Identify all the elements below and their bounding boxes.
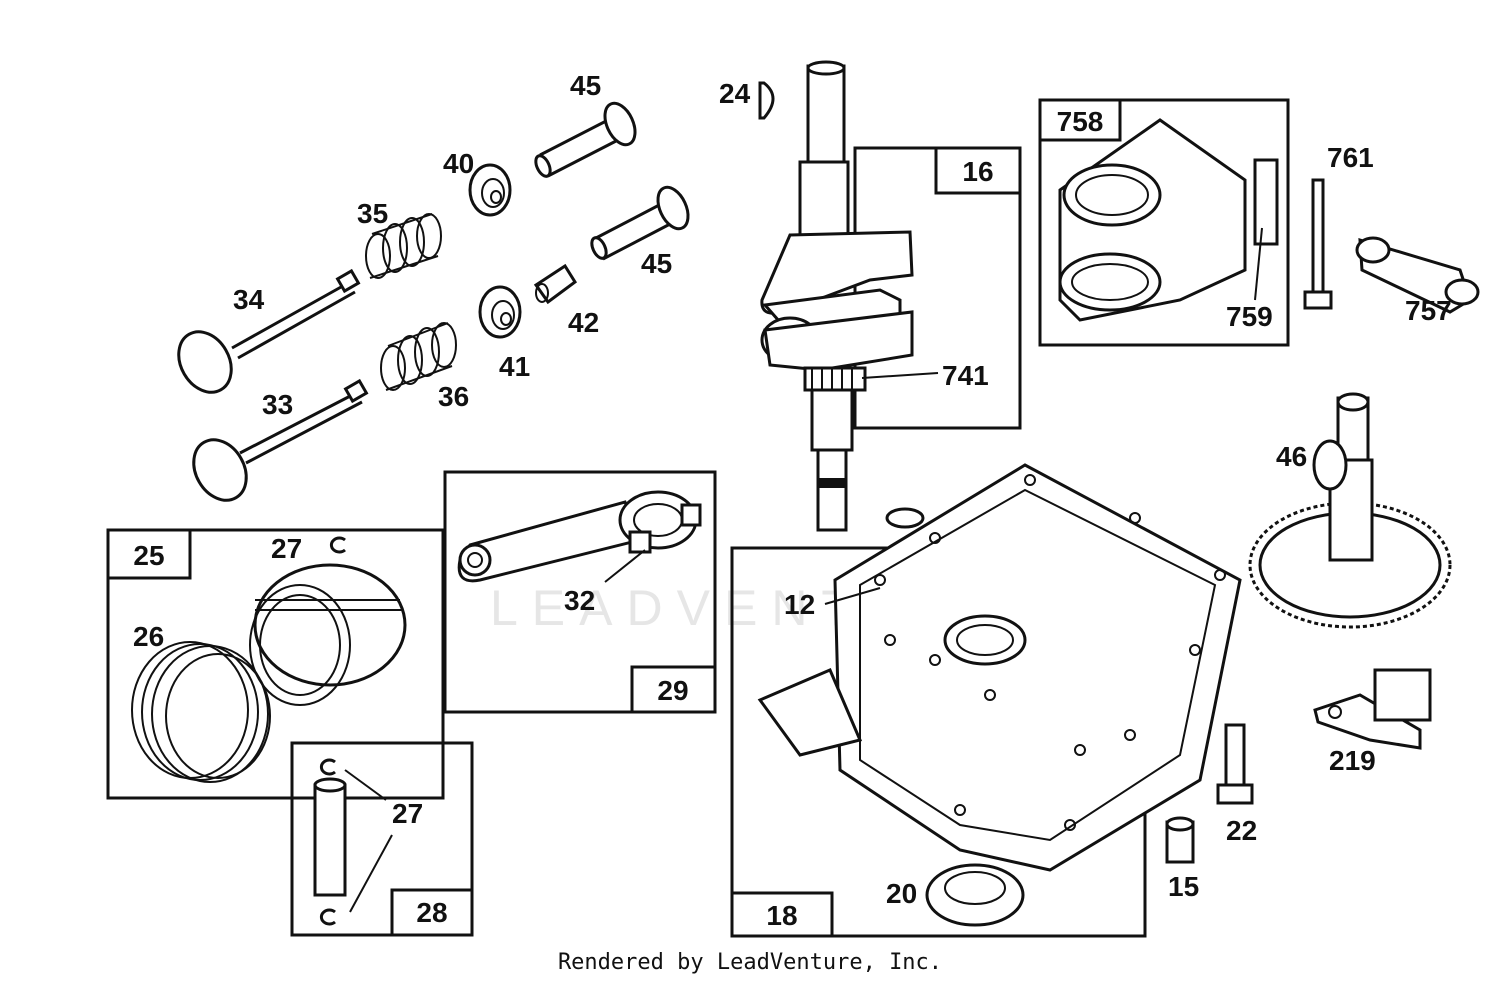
box-label-25: 25: [133, 540, 164, 571]
callout-33: 33: [262, 389, 293, 420]
callout-757: 757: [1405, 295, 1452, 326]
circlip-27-lower: [319, 908, 336, 926]
callout-24: 24: [719, 78, 751, 109]
callout-26: 26: [133, 621, 164, 652]
piston-26-parts: [249, 563, 407, 706]
box-16: 16: [853, 146, 1022, 430]
callout-27-pin: 27: [392, 798, 423, 829]
connecting-rod-32: [457, 490, 702, 583]
leader-27-a: [344, 769, 387, 801]
valve-keeper-42: [533, 263, 578, 305]
bolt-22: [1216, 723, 1254, 805]
box-28: 28: [290, 741, 474, 937]
link-757: [1355, 236, 1480, 314]
box-label-28: 28: [416, 897, 447, 928]
box-29: 29: [443, 470, 717, 714]
leader-12: [824, 587, 881, 605]
fitting-12: [885, 507, 925, 529]
callout-12: 12: [784, 589, 815, 620]
intake-valve-33: [192, 378, 369, 502]
valve-guide-45-upper: [534, 101, 637, 178]
crankcase-cover-758: [1058, 118, 1279, 322]
box-758: 758: [1038, 98, 1290, 347]
rendered-by-footer: Rendered by LeadVenture, Inc.: [557, 950, 943, 975]
callout-41: 41: [499, 351, 530, 382]
camshaft-46: [1248, 392, 1452, 629]
callout-45-lower: 45: [641, 248, 672, 279]
exhaust-valve-34: [177, 268, 361, 394]
box-label-18: 18: [766, 900, 797, 931]
oil-seal-20: [925, 863, 1025, 927]
callout-34: 34: [233, 284, 265, 315]
callout-219: 219: [1329, 745, 1376, 776]
leader-741: [861, 372, 939, 379]
callout-741: 741: [942, 360, 989, 391]
box-label-29: 29: [657, 675, 688, 706]
callout-42: 42: [568, 307, 599, 338]
circlip-27-upper: [319, 758, 336, 776]
crankshaft: [760, 60, 914, 532]
crankcase-18: [757, 463, 1242, 872]
bolt-761: [1303, 178, 1333, 310]
callout-35: 35: [357, 198, 388, 229]
box-label-758: 758: [1057, 106, 1104, 137]
wrist-pin: [313, 777, 347, 897]
valve-guide-45-lower: [590, 185, 690, 261]
box-25: 25: [106, 528, 445, 800]
callout-22: 22: [1226, 815, 1257, 846]
leader-32: [604, 549, 646, 583]
callout-20: 20: [886, 878, 917, 909]
crank-key-24: [758, 81, 775, 120]
governor-219: [1313, 668, 1432, 750]
leader-759: [1254, 227, 1263, 301]
box-label-16: 16: [962, 156, 993, 187]
callout-40: 40: [443, 148, 474, 179]
plug-15: [1165, 816, 1195, 864]
circlip-27-top: [329, 536, 346, 554]
spring-retainer-41: [478, 285, 522, 339]
spring-retainer-40: [468, 163, 512, 217]
valve-spring-35: [365, 213, 442, 279]
valve-spring-36: [380, 322, 457, 391]
callout-15: 15: [1168, 871, 1199, 902]
callout-32: 32: [564, 585, 595, 616]
callout-36: 36: [438, 381, 469, 412]
callout-45-upper: 45: [570, 70, 601, 101]
leader-27-b: [349, 834, 393, 913]
callout-759: 759: [1226, 301, 1273, 332]
callout-27-top: 27: [271, 533, 302, 564]
piston-rings: [131, 641, 271, 783]
callout-46: 46: [1276, 441, 1307, 472]
callout-761: 761: [1327, 142, 1374, 173]
